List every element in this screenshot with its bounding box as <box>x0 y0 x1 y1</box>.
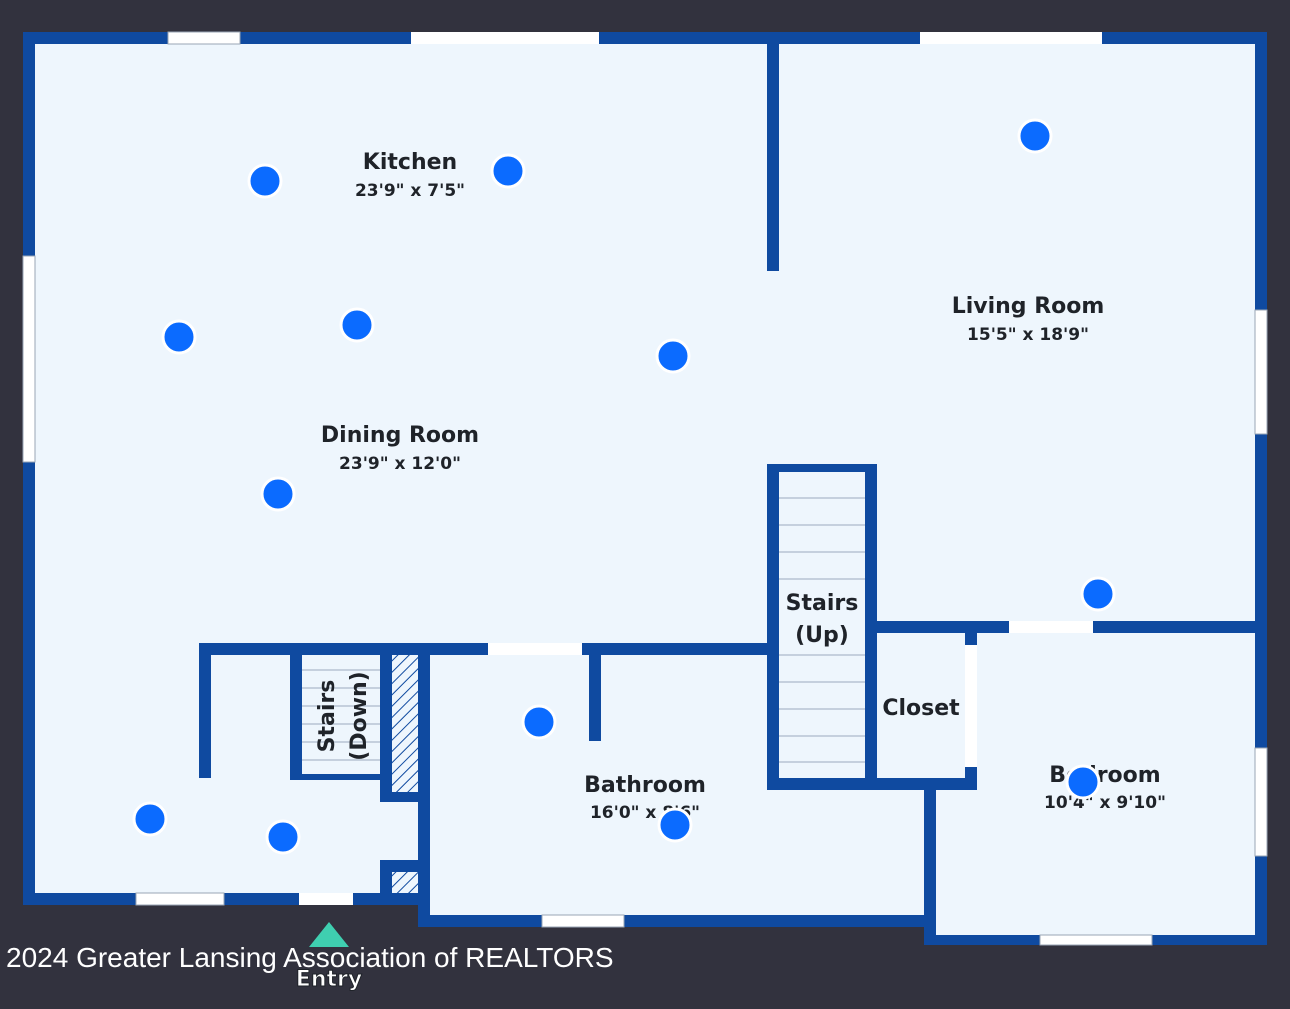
stairs-down-treads <box>302 669 380 761</box>
room-labels: Kitchen 23'9" x 7'5" Living Room 15'5" x… <box>315 150 1166 823</box>
photo-pin[interactable] <box>1017 118 1053 154</box>
photo-pin[interactable] <box>247 163 283 199</box>
entry-marker-icon <box>309 922 349 947</box>
bedroom-dims: 10'4" x 9'10" <box>1044 793 1166 813</box>
photo-pin[interactable] <box>655 338 691 374</box>
windows <box>22 31 1268 946</box>
stairs-up-treads <box>779 497 865 763</box>
hatched-column <box>392 655 418 792</box>
photo-pin[interactable] <box>490 153 526 189</box>
bathroom-name: Bathroom <box>584 773 706 798</box>
stairs-down-label-line1: Stairs <box>315 680 340 753</box>
photo-pin[interactable] <box>339 307 375 343</box>
photo-pin[interactable] <box>1080 576 1116 612</box>
photo-pin[interactable] <box>161 319 197 355</box>
photo-pin[interactable] <box>657 807 693 843</box>
dining-room-dims: 23'9" x 12'0" <box>339 454 461 474</box>
dining-room-name: Dining Room <box>321 423 479 448</box>
hatched-column-small <box>392 872 418 893</box>
photo-pin[interactable] <box>265 819 301 855</box>
stairs-up-label-line1: Stairs <box>786 591 859 616</box>
copyright-notice: 2024 Greater Lansing Association of REAL… <box>6 942 614 973</box>
photo-pins <box>132 118 1116 855</box>
photo-pin[interactable] <box>132 801 168 837</box>
photo-pin[interactable] <box>260 476 296 512</box>
living-room-dims: 15'5" x 18'9" <box>967 325 1089 345</box>
stairs-up-label-line2: (Up) <box>795 623 849 648</box>
stairs-down-label-line2: (Down) <box>347 671 372 760</box>
kitchen-dims: 23'9" x 7'5" <box>355 181 465 201</box>
photo-pin[interactable] <box>1065 764 1101 800</box>
kitchen-name: Kitchen <box>363 150 457 175</box>
photo-pin[interactable] <box>521 704 557 740</box>
entry-label: Entry <box>296 967 362 992</box>
closet-name: Closet <box>882 696 960 721</box>
living-room-name: Living Room <box>952 294 1105 319</box>
